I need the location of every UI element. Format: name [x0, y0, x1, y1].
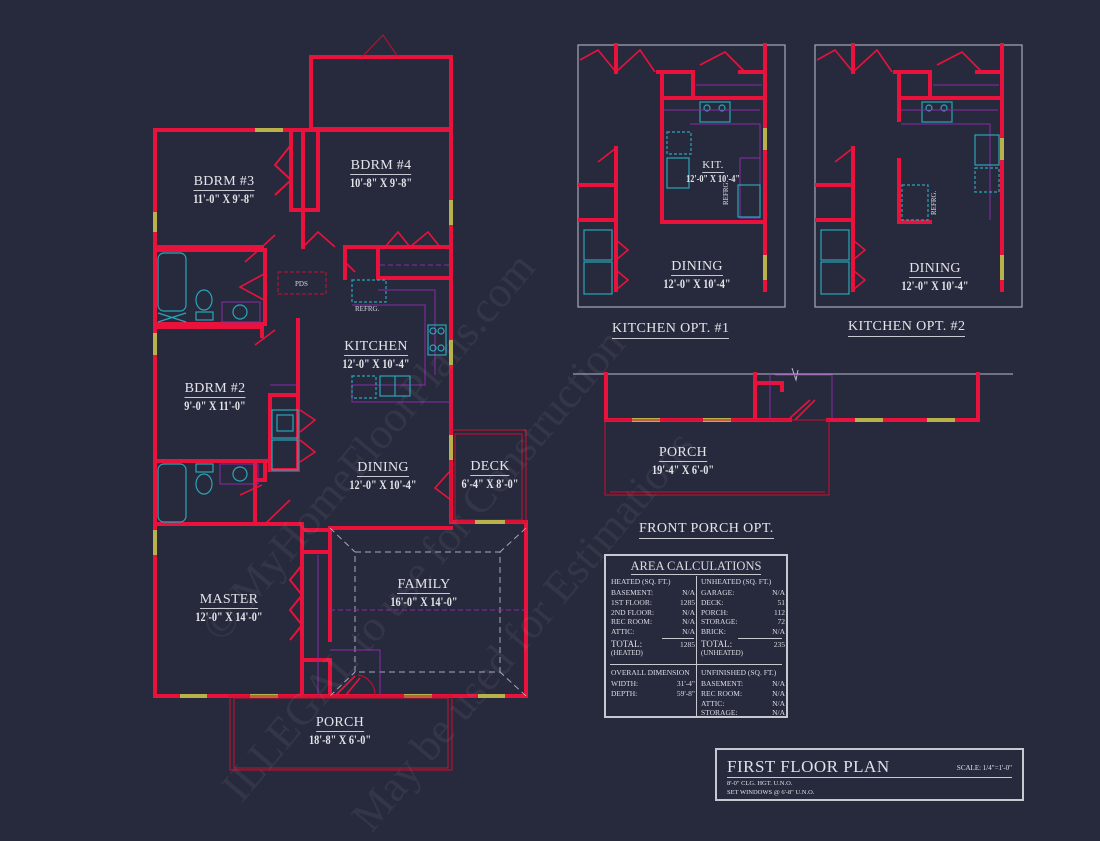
room-name: BDRM #4	[350, 158, 412, 175]
title-block: FIRST FLOOR PLAN SCALE: 1/4"=1'-0" 8'-0"…	[715, 748, 1024, 801]
heated-total: TOTAL:1285	[611, 638, 695, 649]
unheated-section: UNHEATED (SQ. FT.) GARAGE:N/A DECK:51 PO…	[701, 576, 785, 657]
overall-row: WIDTH:31'-4"	[611, 679, 695, 688]
kitchen-opt1-kit-label: KIT. 12'-0" X 10'-4"	[680, 156, 746, 185]
room-label-kitchen: KITCHEN 12'-0" X 10'-4"	[335, 338, 417, 371]
room-dimension: 6'-4" X 8'-0"	[461, 477, 519, 491]
front-porch-opt-caption: FRONT PORCH OPT.	[639, 521, 774, 539]
pds-label: PDS	[295, 280, 308, 288]
room-name: DINING	[357, 460, 409, 477]
front-porch-option-drawing	[573, 367, 1013, 496]
overall-dimension-section: OVERALL DIMENSION WIDTH:31'-4" DEPTH:59'…	[611, 667, 695, 699]
unheated-row: STORAGE:72	[701, 617, 785, 627]
refrigerator-label: REFRG.	[355, 305, 380, 313]
room-name: KIT.	[702, 159, 724, 173]
room-name: BDRM #3	[193, 174, 255, 191]
unfinished-row: BASEMENT:N/A	[701, 679, 785, 688]
room-name: MASTER	[199, 592, 259, 609]
kitchen-opt1-caption: KITCHEN OPT. #1	[612, 321, 730, 339]
overall-header: OVERALL DIMENSION	[611, 668, 690, 677]
kitchen-opt2-dining-label: DINING 12'-0" X 10'-4"	[894, 260, 976, 293]
unheated-header: UNHEATED (SQ. FT.)	[701, 577, 772, 586]
room-dimension: 9'-0" X 11'-0"	[184, 399, 246, 413]
area-calculations-title: AREA CALCULATIONS	[630, 559, 762, 575]
room-dimension: 12'-0" X 14'-0"	[195, 610, 263, 624]
kitchen-option-2-drawing	[814, 43, 1023, 308]
room-label-master: MASTER 12'-0" X 14'-0"	[188, 591, 270, 624]
overall-row: DEPTH:59'-8"	[611, 688, 695, 698]
room-dimension: 12'-0" X 10'-4"	[686, 174, 740, 185]
unheated-row: BRICK:N/A	[701, 627, 785, 637]
room-label-bdrm3: BDRM #3 11'-0" X 9'-8"	[187, 173, 262, 206]
unheated-row: PORCH:112	[701, 607, 785, 617]
unfinished-row: ATTIC:N/A	[701, 698, 785, 708]
heated-row: ATTIC:N/A	[611, 627, 695, 637]
kitchen-opt2-refrg-label: REFRG.	[930, 190, 938, 215]
heated-section: HEATED (SQ. FT.) BASEMENT:N/A 1ST FLOOR:…	[611, 576, 695, 657]
room-label-dining: DINING 12'-0" X 10'-4"	[342, 459, 424, 492]
area-calculations-table: AREA CALCULATIONS HEATED (SQ. FT.) BASEM…	[604, 554, 788, 718]
kitchen-opt2-caption: KITCHEN OPT. #2	[848, 319, 966, 337]
room-dimension: 11'-0" X 9'-8"	[193, 192, 255, 206]
room-dimension: 12'-0" X 10'-4"	[901, 279, 969, 293]
room-dimension: 12'-0" X 10'-4"	[342, 357, 410, 371]
room-name: PORCH	[658, 445, 708, 462]
room-name: DECK	[470, 459, 510, 476]
unfinished-section: UNFINISHED (SQ. FT.) BASEMENT:N/A REC RO…	[701, 667, 785, 718]
heated-total-sub: (HEATED)	[611, 648, 643, 657]
unheated-total-sub: (UNHEATED)	[701, 648, 743, 657]
main-floor-plan	[153, 34, 528, 771]
kitchen-opt1-refrg-label: REFRG.	[722, 180, 730, 205]
room-name: BDRM #2	[184, 381, 246, 398]
unheated-row: DECK:51	[701, 597, 785, 607]
room-dimension: 19'-4" X 6'-0"	[651, 463, 715, 477]
front-porch-opt-porch-label: PORCH 19'-4" X 6'-0"	[645, 444, 721, 477]
room-label-bdrm2: BDRM #2 9'-0" X 11'-0"	[178, 380, 253, 413]
room-label-porch: PORCH 18'-8" X 6'-0"	[302, 714, 378, 747]
heated-row: 1ST FLOOR:1285	[611, 597, 695, 607]
plan-title: FIRST FLOOR PLAN	[727, 757, 890, 776]
room-dimension: 12'-0" X 10'-4"	[349, 478, 417, 492]
room-name: FAMILY	[397, 577, 451, 594]
room-dimension: 12'-0" X 10'-4"	[663, 277, 731, 291]
room-dimension: 18'-8" X 6'-0"	[308, 733, 372, 747]
heated-row: 2ND FLOOR:N/A	[611, 607, 695, 617]
unheated-row: GARAGE:N/A	[701, 588, 785, 597]
room-label-deck: DECK 6'-4" X 8'-0"	[455, 458, 524, 491]
plan-scale: SCALE: 1/4"=1'-0"	[956, 764, 1012, 772]
unfinished-row: STORAGE:N/A	[701, 708, 785, 718]
room-label-family: FAMILY 16'-0" X 14'-0"	[383, 576, 465, 609]
heated-header: HEATED (SQ. FT.)	[611, 577, 671, 586]
heated-row: BASEMENT:N/A	[611, 588, 695, 597]
room-name: KITCHEN	[344, 339, 408, 356]
room-label-bdrm4: BDRM #4 10'-8" X 9'-8"	[343, 157, 419, 190]
room-name: DINING	[909, 261, 961, 278]
unfinished-header: UNFINISHED (SQ. FT.)	[701, 668, 777, 677]
room-name: PORCH	[315, 715, 365, 732]
heated-row: REC ROOM:N/A	[611, 617, 695, 627]
unheated-total: TOTAL:235	[701, 638, 785, 649]
ceiling-height-note: 8'-0" CLG. HGT. U.N.O.	[727, 780, 793, 787]
unfinished-row: REC ROOM:N/A	[701, 688, 785, 698]
room-dimension: 16'-0" X 14'-0"	[390, 595, 458, 609]
kitchen-option-1-drawing	[577, 43, 786, 308]
room-dimension: 10'-8" X 9'-8"	[349, 176, 413, 190]
window-height-note: SET WINDOWS @ 6'-8" U.N.O.	[727, 789, 815, 796]
room-name: DINING	[671, 259, 723, 276]
kitchen-opt1-dining-label: DINING 12'-0" X 10'-4"	[656, 258, 738, 291]
